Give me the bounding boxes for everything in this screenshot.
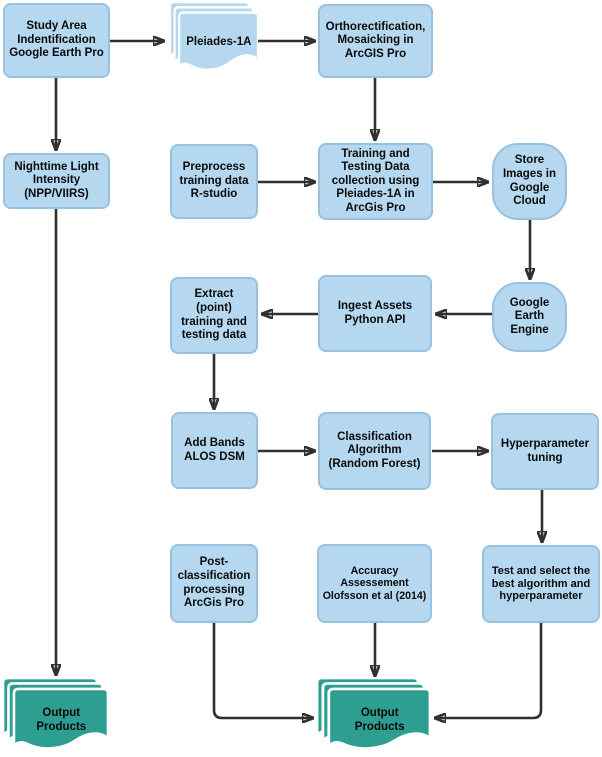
- node-label: Ingest Assets Python API: [337, 299, 413, 326]
- node-label: Pleiades-1A: [186, 36, 252, 49]
- node-label: Classification Algorithm (Random Forest): [328, 430, 421, 470]
- arrow-test-to-outputmiddle: [435, 623, 543, 718]
- node-label: Post- classification processing ArcGis P…: [177, 556, 251, 610]
- node-pleiades: Pleiades-1A: [170, 2, 258, 78]
- node-label: Extract (point) training and testing dat…: [181, 288, 247, 342]
- node-label: Output Products: [36, 707, 87, 733]
- node-output-products-left: Output Products: [3, 678, 108, 757]
- node-hyperparameter: Hyperparameter tuning: [491, 413, 599, 490]
- node-label: Orthorectification, Mosaicking in ArcGIS…: [325, 20, 426, 60]
- node-label: Store Images in Google Cloud: [502, 154, 557, 208]
- node-label: Preprocess training data R-studio: [179, 161, 249, 201]
- node-label: Google Earth Engine: [509, 296, 550, 336]
- node-label: Study Area Indentification Google Earth …: [9, 20, 104, 60]
- node-nighttime-light: Nighttime Light Intensity (NPP/VIIRS): [3, 153, 110, 209]
- node-label: Output Products: [354, 707, 405, 733]
- node-google-earth-engine: Google Earth Engine: [492, 282, 567, 352]
- node-extract-points: Extract (point) training and testing dat…: [170, 277, 258, 354]
- node-orthorectification: Orthorectification, Mosaicking in ArcGIS…: [318, 4, 433, 78]
- node-label: Add Bands ALOS DSM: [184, 436, 245, 463]
- node-post-classification: Post- classification processing ArcGis P…: [170, 544, 258, 623]
- node-training-testing: Training and Testing Data collection usi…: [318, 143, 433, 220]
- node-classification: Classification Algorithm (Random Forest): [318, 412, 431, 490]
- node-accuracy: Accuracy Assessement Olofsson et al (201…: [317, 544, 432, 623]
- arrow-postclass-to-outputmiddle: [212, 623, 313, 718]
- node-add-bands: Add Bands ALOS DSM: [171, 412, 258, 489]
- node-study-area: Study Area Indentification Google Earth …: [3, 3, 110, 78]
- node-preprocess: Preprocess training data R-studio: [170, 144, 258, 219]
- node-label: Training and Testing Data collection usi…: [331, 147, 420, 214]
- node-test-select: Test and select the best algorithm and h…: [482, 545, 600, 623]
- node-store-images: Store Images in Google Cloud: [492, 143, 567, 220]
- node-output-products-middle: Output Products: [317, 678, 430, 757]
- node-ingest-assets: Ingest Assets Python API: [318, 275, 432, 352]
- node-label: Hyperparameter tuning: [500, 437, 590, 464]
- node-label: Nighttime Light Intensity (NPP/VIIRS): [14, 160, 99, 200]
- node-label: Test and select the best algorithm and h…: [491, 564, 591, 603]
- node-label: Accuracy Assessement Olofsson et al (201…: [322, 564, 427, 602]
